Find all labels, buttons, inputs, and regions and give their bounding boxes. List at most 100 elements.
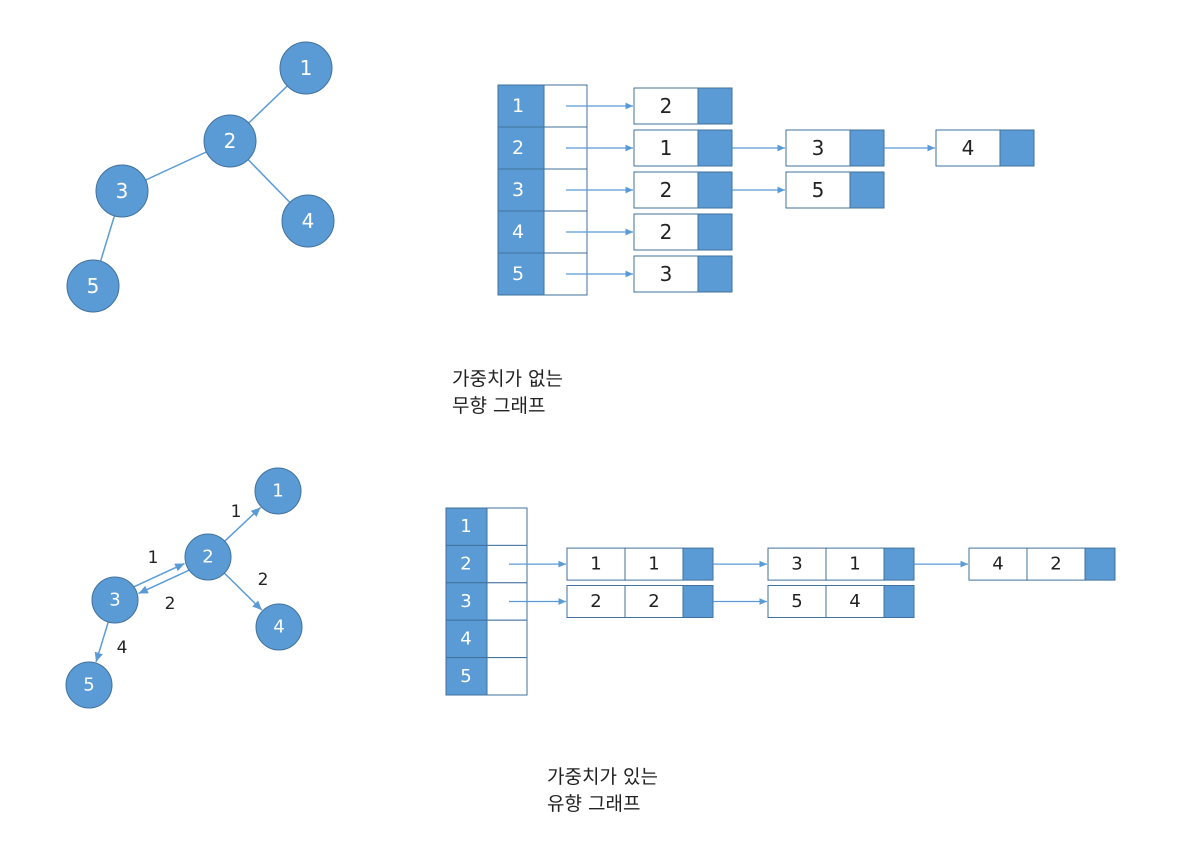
index-cell	[445, 657, 488, 696]
undirected-caption-line: 무향 그래프	[452, 395, 546, 417]
list-node-link-cell	[697, 87, 733, 125]
list-node-value: 3	[660, 262, 673, 286]
index-label: 2	[512, 137, 524, 159]
list-node-vertex: 5	[791, 591, 802, 612]
undirected-graph: 1 2 3 4 5	[66, 41, 335, 313]
edge-weight-label: 1	[148, 548, 159, 568]
graph-directed-edge	[138, 569, 190, 595]
list-node-value-cell	[935, 129, 1001, 167]
edge-weight-label: 2	[258, 570, 269, 590]
list-node-vertex: 3	[791, 554, 802, 575]
index-label: 5	[460, 666, 471, 687]
index-cell	[445, 507, 488, 546]
index-label: 2	[460, 554, 471, 575]
edge-weight-label: 2	[165, 594, 176, 614]
graph-node	[203, 114, 257, 168]
list-node-value-cell	[633, 213, 699, 251]
pointer-cell	[486, 507, 528, 546]
graph-node-label: 1	[272, 481, 283, 502]
list-node-link-cell	[697, 255, 733, 293]
pointer-cell	[486, 619, 528, 659]
edge-weight-label: 1	[231, 502, 242, 522]
index-cell	[497, 252, 545, 296]
graph-node-label: 4	[302, 209, 315, 233]
graph-node-label: 2	[202, 547, 213, 568]
list-node-vertex-cell	[767, 585, 827, 618]
list-node-weight-cell	[624, 547, 684, 581]
index-cell	[497, 168, 545, 212]
list-node-value-cell	[785, 129, 851, 167]
list-node-value-cell	[785, 171, 851, 209]
list-node-link-cell	[883, 547, 915, 581]
graph-node-label: 3	[109, 590, 120, 611]
list-node-value-cell	[633, 129, 699, 167]
graph-node-label: 2	[224, 129, 237, 153]
index-label: 5	[512, 263, 524, 285]
list-node-link-cell	[883, 585, 915, 618]
graph-node-label: 4	[273, 617, 284, 638]
graph-node	[281, 194, 335, 248]
index-label: 3	[512, 179, 524, 201]
list-node-link-cell	[682, 547, 714, 581]
list-node-value: 4	[962, 136, 975, 160]
directed-caption-line: 가중치가 있는	[547, 766, 658, 788]
list-node-weight: 2	[1050, 554, 1061, 575]
list-node-link-cell	[697, 213, 733, 251]
graph-directed-edge	[133, 562, 185, 588]
list-node-vertex-cell	[566, 585, 626, 618]
list-node-link-cell	[849, 171, 885, 209]
list-node-value: 1	[660, 136, 673, 160]
list-node-link-cell	[849, 129, 885, 167]
list-node-value: 5	[812, 178, 825, 202]
list-node-weight-cell	[624, 585, 684, 618]
list-node-weight: 4	[849, 591, 860, 612]
undirected-caption-line: 가중치가 없는	[452, 368, 563, 390]
list-node-value-cell	[633, 87, 699, 125]
graph-directed-edge	[223, 572, 263, 611]
list-node-weight-cell	[1026, 547, 1086, 581]
list-node-weight: 1	[849, 554, 860, 575]
directed-caption-line: 유향 그래프	[547, 793, 641, 815]
index-label: 4	[512, 221, 524, 243]
graph-node	[95, 164, 149, 218]
list-node-vertex-cell	[767, 547, 827, 581]
list-node-value: 2	[660, 178, 673, 202]
index-label: 4	[460, 628, 471, 649]
graph-node	[91, 576, 139, 624]
list-node-value: 2	[660, 94, 673, 118]
list-node-link-cell	[999, 129, 1035, 167]
pointer-cell	[486, 657, 528, 696]
list-node-link-cell	[697, 129, 733, 167]
list-node-link-cell	[1084, 547, 1116, 581]
list-node-value-cell	[633, 255, 699, 293]
list-node-vertex: 2	[590, 591, 601, 612]
graph-node	[279, 41, 333, 95]
list-node-value: 2	[660, 220, 673, 244]
list-node-link-cell	[697, 171, 733, 209]
graph-node-label: 5	[87, 274, 100, 298]
index-label: 1	[460, 516, 471, 537]
list-node-value: 3	[812, 136, 825, 160]
graph-node-label: 3	[116, 179, 129, 203]
list-node-link-cell	[682, 585, 714, 618]
graph-directed-edge	[224, 506, 262, 542]
graph-node	[255, 603, 303, 651]
graph-node	[66, 259, 120, 313]
list-node-weight: 1	[648, 554, 659, 575]
graph-node	[254, 467, 302, 515]
index-label: 3	[460, 591, 471, 612]
list-node-value-cell	[633, 171, 699, 209]
graph-node-label: 1	[300, 56, 313, 80]
undirected-adjacency-list: 1 2 2 1 3 4 3 2 5 4 2 5 3	[497, 84, 1035, 296]
list-node-weight-cell	[825, 585, 885, 618]
undirected-caption: 가중치가 없는 무향 그래프	[452, 366, 563, 420]
index-label: 1	[512, 95, 524, 117]
directed-caption: 가중치가 있는 유향 그래프	[547, 764, 658, 818]
list-node-vertex: 1	[590, 554, 601, 575]
edge-weight-label: 4	[117, 638, 128, 658]
index-cell	[497, 210, 545, 254]
graph-node	[184, 533, 232, 581]
